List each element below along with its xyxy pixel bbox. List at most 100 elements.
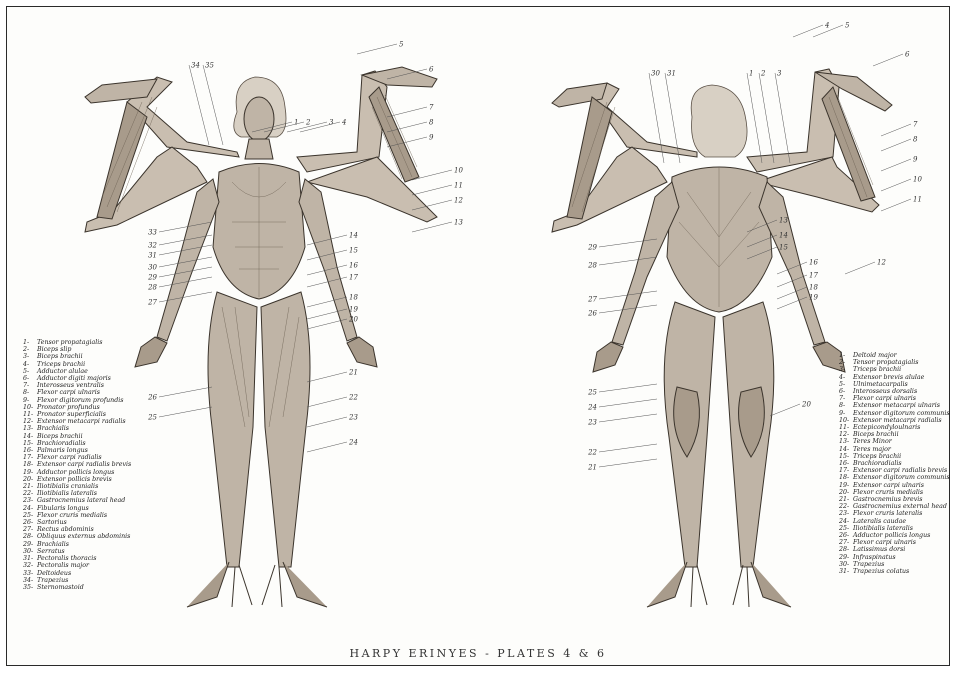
back-callout-label: 30 [651, 70, 660, 78]
back-legend-text: Triceps brachii [853, 453, 901, 460]
back-legend-text: Extensor digitorum communis [853, 474, 950, 481]
back-callout-label: 1 [749, 70, 753, 78]
front-legend-number: 17- [23, 454, 35, 461]
front-legend-number: 18- [23, 461, 35, 468]
back-legend-item: 21- Gastrocnemius brevis [839, 496, 950, 503]
front-legend-text: Extensor carpi radialis brevis [37, 461, 131, 468]
back-legend-item: 14- Teres major [839, 446, 950, 453]
front-legend-text: Biceps brachii [37, 433, 83, 440]
back-legend-number: 12- [839, 431, 851, 438]
front-legend-item: 33- Deltoideus [23, 570, 131, 577]
front-leader-line [307, 372, 347, 382]
back-legend-text: Extensor carpi ulnaris [853, 482, 924, 489]
back-callout-label: 29 [587, 244, 597, 252]
back-callout-label: 27 [587, 296, 597, 304]
front-leader-line [159, 292, 212, 302]
back-legend-item: 8- Extensor metacarpi ulnaris [839, 402, 950, 409]
front-legend-number: 21- [23, 483, 35, 490]
back-leader-line [599, 399, 657, 407]
front-legend-text: Iliotibialis lateralis [37, 490, 97, 497]
front-callout-label: 1 [294, 119, 298, 127]
back-callout-label: 31 [667, 70, 676, 78]
front-legend-text: Iliotibialis cranialis [37, 483, 98, 490]
front-callout-label: 29 [147, 274, 157, 282]
front-legend-number: 11- [23, 411, 35, 418]
back-muscle-legend: 1- Deltoid major2- Tensor propatagialis3… [839, 352, 950, 575]
front-legend-item: 17- Flexor carpi radialis [23, 454, 131, 461]
front-legend-text: Triceps brachii [37, 361, 85, 368]
front-callout-label: 24 [348, 439, 358, 447]
back-legend-number: 10- [839, 417, 851, 424]
back-callout-label: 20 [801, 401, 811, 409]
front-legend-text: Adductor pollicis longus [37, 469, 114, 476]
front-legend-number: 7- [23, 382, 35, 389]
front-legend-text: Interosseus ventralis [37, 382, 104, 389]
front-callout-label: 31 [148, 252, 157, 260]
front-legend-number: 31- [23, 555, 35, 562]
front-legend-text: Pronator profundus [37, 404, 100, 411]
back-callout-label: 15 [779, 244, 788, 252]
front-legend-text: Flexor digitorum profundis [37, 397, 123, 404]
front-legend-item: 9- Flexor digitorum profundis [23, 397, 131, 404]
back-legend-text: Extensor metacarpi ulnaris [853, 402, 940, 409]
front-legend-number: 14- [23, 433, 35, 440]
back-legend-text: Flexor carpi ulnaris [853, 395, 916, 402]
front-legend-number: 30- [23, 548, 35, 555]
front-legend-item: 23- Gastrocnemius lateral head [23, 497, 131, 504]
back-legend-number: 21- [839, 496, 851, 503]
back-legend-item: 24- Lateralis caudae [839, 518, 950, 525]
front-legend-number: 22- [23, 490, 35, 497]
back-legend-item: 11- Ectepicondyloulnaris [839, 424, 950, 431]
back-callout-label: 11 [913, 196, 922, 204]
front-legend-number: 6- [23, 375, 35, 382]
front-legend-text: Pronator superficialis [37, 411, 106, 418]
front-legend-number: 34- [23, 577, 35, 584]
back-legend-item: 27- Flexor carpi ulnaris [839, 539, 950, 546]
back-callout-label: 8 [913, 136, 918, 144]
front-legend-number: 4- [23, 361, 35, 368]
back-legend-item: 20- Flexor cruris medialis [839, 489, 950, 496]
front-legend-number: 28- [23, 533, 35, 540]
back-legend-item: 15- Triceps brachii [839, 453, 950, 460]
front-legend-number: 20- [23, 476, 35, 483]
front-legend-text: Brachioradialis [37, 440, 86, 447]
front-legend-text: Adductor digiti majoris [37, 375, 111, 382]
front-legend-text: Extensor pollicis brevis [37, 476, 112, 483]
front-legend-item: 30- Serratus [23, 548, 131, 555]
back-legend-item: 4- Extensor brevis alulae [839, 374, 950, 381]
back-leader-line [873, 54, 903, 66]
back-leader-line [775, 73, 790, 163]
back-callout-label: 21 [587, 464, 597, 472]
back-legend-number: 28- [839, 546, 851, 553]
front-legend-number: 15- [23, 440, 35, 447]
front-callout-label: 33 [148, 229, 157, 237]
front-legend-text: Flexor cruris medialis [37, 512, 107, 519]
back-callout-label: 19 [809, 294, 818, 302]
front-legend-item: 19- Adductor pollicis longus [23, 469, 131, 476]
back-legend-item: 5- Ulnimetacarpalis [839, 381, 950, 388]
back-legend-text: Teres Minor [853, 438, 892, 445]
back-callout-label: 13 [779, 217, 788, 225]
front-legend-item: 32- Pectoralis major [23, 562, 131, 569]
back-legend-number: 25- [839, 525, 851, 532]
front-legend-item: 29- Brachialis [23, 541, 131, 548]
front-callout-label: 12 [454, 197, 463, 205]
back-callout-label: 12 [877, 259, 886, 267]
front-callout-label: 15 [349, 247, 358, 255]
back-legend-text: Infraspinatus [853, 554, 896, 561]
back-legend-item: 23- Flexor cruris lateralis [839, 510, 950, 517]
front-figure [85, 67, 437, 607]
front-legend-number: 12- [23, 418, 35, 425]
back-legend-item: 25- Iliotibialis lateralis [839, 525, 950, 532]
front-callout-label: 6 [429, 66, 434, 74]
front-legend-number: 33- [23, 570, 35, 577]
front-legend-text: Brachialis [37, 541, 69, 548]
front-callout-label: 4 [341, 119, 346, 127]
front-legend-text: Obliquus externus abdominis [37, 533, 130, 540]
front-legend-item: 8- Flexor carpi ulnaris [23, 389, 131, 396]
back-legend-number: 18- [839, 474, 851, 481]
front-legend-number: 10- [23, 404, 35, 411]
front-leader-line [307, 417, 347, 427]
back-legend-number: 1- [839, 352, 851, 359]
